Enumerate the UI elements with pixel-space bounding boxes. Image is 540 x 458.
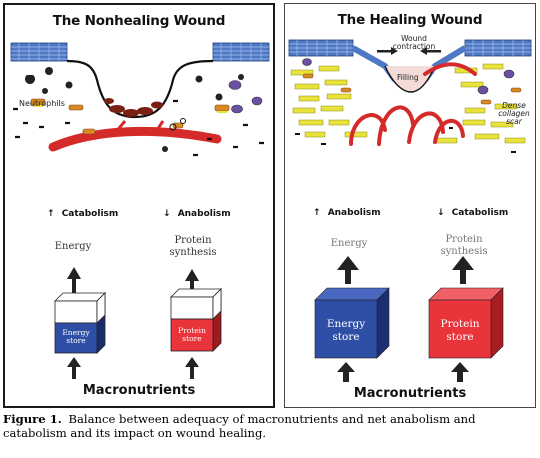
macronutrients-label: Macronutrients bbox=[82, 383, 196, 398]
protein-synthesis-label: Protein synthesis bbox=[169, 235, 217, 258]
necrotic-debris bbox=[104, 98, 163, 117]
caption-text: Balance between adequacy of macronutrien… bbox=[3, 412, 476, 440]
wound-bed bbox=[384, 65, 436, 93]
blood-vessel bbox=[48, 126, 222, 152]
wound-contraction-label: Wound contraction bbox=[392, 34, 436, 51]
protein-synthesis-label: Protein synthesis bbox=[440, 234, 488, 257]
epithelium-left bbox=[10, 42, 68, 62]
healing-wound-panel: The Healing Wound bbox=[284, 3, 536, 408]
catabolism-label: Catabolism bbox=[61, 209, 119, 219]
energy-store-cube bbox=[54, 292, 106, 354]
capillary-loops bbox=[349, 62, 477, 146]
anabolism-label: Anabolism bbox=[327, 208, 381, 218]
protein-store-cube bbox=[428, 287, 504, 359]
neutrophils-label: Neutrophils bbox=[19, 99, 65, 108]
healing-wound-illustration bbox=[288, 39, 532, 153]
nonhealing-wound-panel: The Nonhealing Wound bbox=[3, 3, 275, 408]
up-arrow-protein bbox=[452, 256, 474, 284]
energy-store-label: Energy store bbox=[62, 328, 90, 345]
protein-store-cube bbox=[170, 288, 222, 352]
figure-caption: Figure 1. Balance between adequacy of ma… bbox=[3, 412, 537, 440]
contraction-arrows bbox=[377, 47, 441, 55]
anabolism-up: ↑ Anabolism bbox=[313, 208, 381, 218]
down-arrow-icon: ↓ bbox=[163, 209, 171, 219]
filling-label: Filling bbox=[397, 73, 419, 82]
input-arrow-energy bbox=[67, 357, 81, 379]
anabolism-down: ↓ Anabolism bbox=[163, 209, 231, 219]
protein-store-label: Protein store bbox=[440, 318, 480, 343]
macronutrients-label: Macronutrients bbox=[353, 386, 467, 401]
epithelium-right bbox=[212, 42, 270, 62]
energy-label: Energy bbox=[54, 241, 92, 252]
input-arrow-energy bbox=[337, 362, 355, 382]
healing-stores bbox=[314, 256, 504, 382]
collagen-fibers bbox=[290, 63, 526, 144]
figure-label: Figure 1. bbox=[3, 412, 62, 426]
healing-wound-title: The Healing Wound bbox=[337, 12, 483, 28]
up-arrow-icon: ↑ bbox=[313, 208, 321, 218]
nonhealing-wound-title: The Nonhealing Wound bbox=[52, 13, 226, 29]
input-arrow-protein bbox=[185, 357, 199, 379]
input-arrow-protein bbox=[451, 362, 469, 382]
up-arrow-energy bbox=[67, 267, 81, 297]
dense-collagen-label: Dense collagen scar bbox=[498, 101, 530, 126]
nonhealing-wound-illustration bbox=[10, 42, 270, 157]
catabolism-label: Catabolism bbox=[451, 208, 509, 218]
energy-store-cube bbox=[314, 287, 390, 359]
energy-label: Energy bbox=[330, 238, 368, 249]
nonhealing-stores bbox=[54, 267, 222, 379]
anabolism-label: Anabolism bbox=[177, 209, 231, 219]
up-arrow-icon: ↑ bbox=[47, 209, 55, 219]
neutrophil-cells bbox=[25, 67, 244, 152]
catabolism-up: ↑ Catabolism bbox=[47, 209, 118, 219]
catabolism-down: ↓ Catabolism bbox=[437, 208, 508, 218]
up-arrow-protein bbox=[185, 269, 199, 295]
protein-store-label: Protein store bbox=[178, 326, 206, 343]
down-arrow-icon: ↓ bbox=[437, 208, 445, 218]
up-arrow-energy bbox=[337, 256, 359, 284]
wound-bed bbox=[66, 59, 214, 119]
energy-store-label: Energy store bbox=[326, 318, 366, 343]
